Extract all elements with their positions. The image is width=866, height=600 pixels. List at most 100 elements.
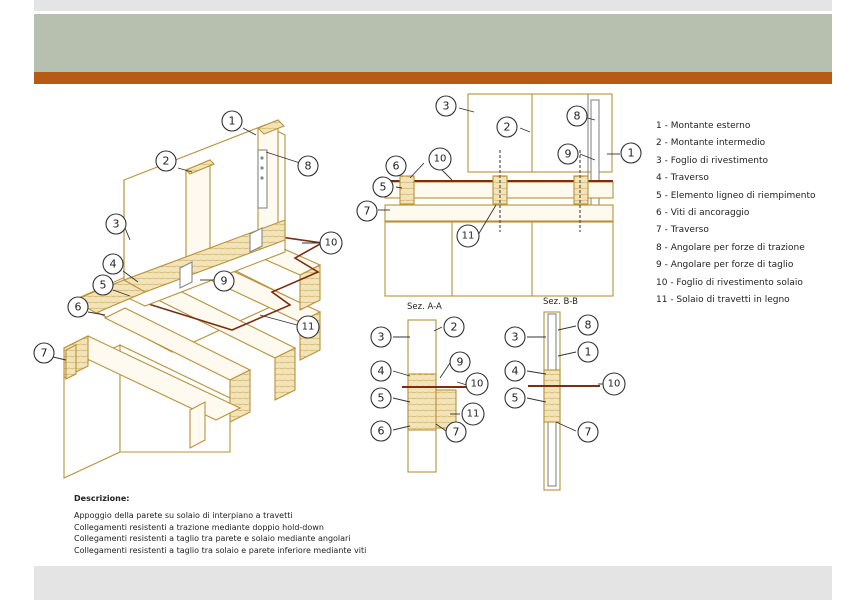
aa-callout-5: 5 <box>378 392 385 405</box>
callout-3-circle <box>105 213 127 235</box>
joist-b-end <box>274 347 296 401</box>
section-bb <box>528 311 600 491</box>
callout-11: 11 <box>302 322 315 333</box>
bb-callout-5-circle <box>504 387 526 409</box>
callout-6-circle <box>67 296 89 318</box>
slide-accent-bar <box>34 72 832 84</box>
bb-callout-3: 3 <box>512 331 519 344</box>
elev-callout-7: 7 <box>364 205 371 218</box>
legend-item: 11 - Solaio di travetti in legno <box>656 294 790 305</box>
elev-callout-11: 11 <box>462 231 475 242</box>
aa-callout-4: 4 <box>378 365 385 378</box>
aa-callout-2-circle <box>443 316 465 338</box>
callouts <box>33 95 642 443</box>
description-title: Descrizione: <box>74 494 130 503</box>
legend-item: 5 - Elemento ligneo di riempimento <box>656 190 816 201</box>
aa-callout-7-circle <box>445 421 467 443</box>
aa-callout-9: 9 <box>457 356 464 369</box>
post <box>189 401 206 449</box>
elev-callout-2: 2 <box>504 121 511 134</box>
callout-1-circle <box>221 110 243 132</box>
callout-8-circle <box>297 155 319 177</box>
section-aa-label: Sez. A-A <box>407 302 442 312</box>
callout-7-circle <box>33 342 55 364</box>
aa-callout-6-circle <box>370 420 392 442</box>
elev-callout-8-circle <box>566 105 588 127</box>
elevation-lower-panel <box>384 221 614 297</box>
elev-callout-3: 3 <box>443 100 450 113</box>
legend-item: 1 - Montante esterno <box>656 121 751 131</box>
callout-11-circle <box>296 315 320 339</box>
aa-callout-9-circle <box>449 351 471 373</box>
aa-callout-11: 11 <box>467 409 480 420</box>
callout-3: 3 <box>113 218 120 231</box>
elev-callout-5: 5 <box>380 181 387 194</box>
elev-callout-5-circle <box>372 176 394 198</box>
aa-callout-5-circle <box>370 387 392 409</box>
elev-callout-9-circle <box>557 143 579 165</box>
callout-5: 5 <box>100 279 107 292</box>
legend-item: 7 - Traverso <box>656 225 709 236</box>
elev-callout-7-circle <box>356 200 378 222</box>
callout-2: 2 <box>163 155 170 168</box>
description-line: Appoggio della parete su solaio di inter… <box>74 511 293 521</box>
bb-callout-8: 8 <box>585 319 592 332</box>
section-bb-label: Sez. B-B <box>543 297 578 307</box>
aa-callout-3: 3 <box>378 331 385 344</box>
bb-callout-1-circle <box>577 341 599 363</box>
elev-callout-8: 8 <box>574 110 581 123</box>
elev-callout-2-circle <box>496 116 518 138</box>
aa-callout-10-circle <box>465 372 489 396</box>
callout-numbers: 1 2 3 4 5 6 7 8 9 10 11 3 2 8 9 1 6 10 5… <box>41 100 635 439</box>
isometric-view <box>62 119 325 479</box>
legend-item: 3 - Foglio di rivestimento <box>656 155 769 166</box>
angle-bracket-b <box>179 261 193 289</box>
bb-callout-1: 1 <box>585 346 592 359</box>
bb-callout-7-circle <box>577 421 599 443</box>
aa-callout-2: 2 <box>451 321 458 334</box>
description-line: Collegamenti resistenti a taglio tra par… <box>74 534 351 544</box>
description-line: Collegamenti resistenti a taglio tra sol… <box>74 545 367 555</box>
legend-item: 10 - Foglio di rivestimento solaio <box>656 277 803 288</box>
callout-4: 4 <box>110 258 117 271</box>
aa-callout-4-circle <box>370 360 392 382</box>
elevation-upper-panel <box>467 93 613 173</box>
top-border <box>34 0 832 11</box>
callout-10-circle <box>319 231 343 255</box>
aa-callout-11-circle <box>461 402 485 426</box>
elev-callout-1: 1 <box>628 147 635 160</box>
elev-callout-3-circle <box>435 95 457 117</box>
callout-9-circle <box>213 270 235 292</box>
callout-7: 7 <box>41 347 48 360</box>
callout-4-circle <box>102 253 124 275</box>
legend-item: 8 - Angolare per forze di trazione <box>656 242 805 253</box>
elev-callout-6: 6 <box>393 160 400 173</box>
angle-bracket-a <box>249 227 263 253</box>
bottom-border <box>34 566 832 600</box>
aa-callout-7: 7 <box>453 426 460 439</box>
elev-callout-6-circle <box>385 155 407 177</box>
aa-callout-10: 10 <box>471 379 484 390</box>
callout-2-circle <box>155 150 177 172</box>
bb-callout-10-circle <box>602 372 626 396</box>
callout-5-circle <box>92 274 114 296</box>
elevation-view <box>384 93 614 297</box>
bb-callout-5: 5 <box>512 392 519 405</box>
elev-callout-1-circle <box>620 142 642 164</box>
legend-item: 6 - Viti di ancoraggio <box>656 207 750 218</box>
elev-callout-11-circle <box>456 224 480 248</box>
aa-callout-6: 6 <box>378 425 385 438</box>
callout-6: 6 <box>75 301 82 314</box>
legend-item: 9 - Angolare per forze di taglio <box>656 260 794 271</box>
elevation-beam-bottom <box>384 204 614 222</box>
legend: 1 - Montante esterno 2 - Montante interm… <box>656 118 815 309</box>
slide-header-band <box>34 14 832 72</box>
bb-callout-4-circle <box>504 360 526 382</box>
aa-callout-3-circle <box>370 326 392 348</box>
legend-item: 4 - Traverso <box>656 173 709 184</box>
bb-callout-8-circle <box>577 314 599 336</box>
bb-callout-10: 10 <box>608 379 621 390</box>
callout-9: 9 <box>221 275 228 288</box>
legend-item: 2 - Montante intermedio <box>656 138 766 149</box>
elev-callout-10: 10 <box>434 154 447 165</box>
